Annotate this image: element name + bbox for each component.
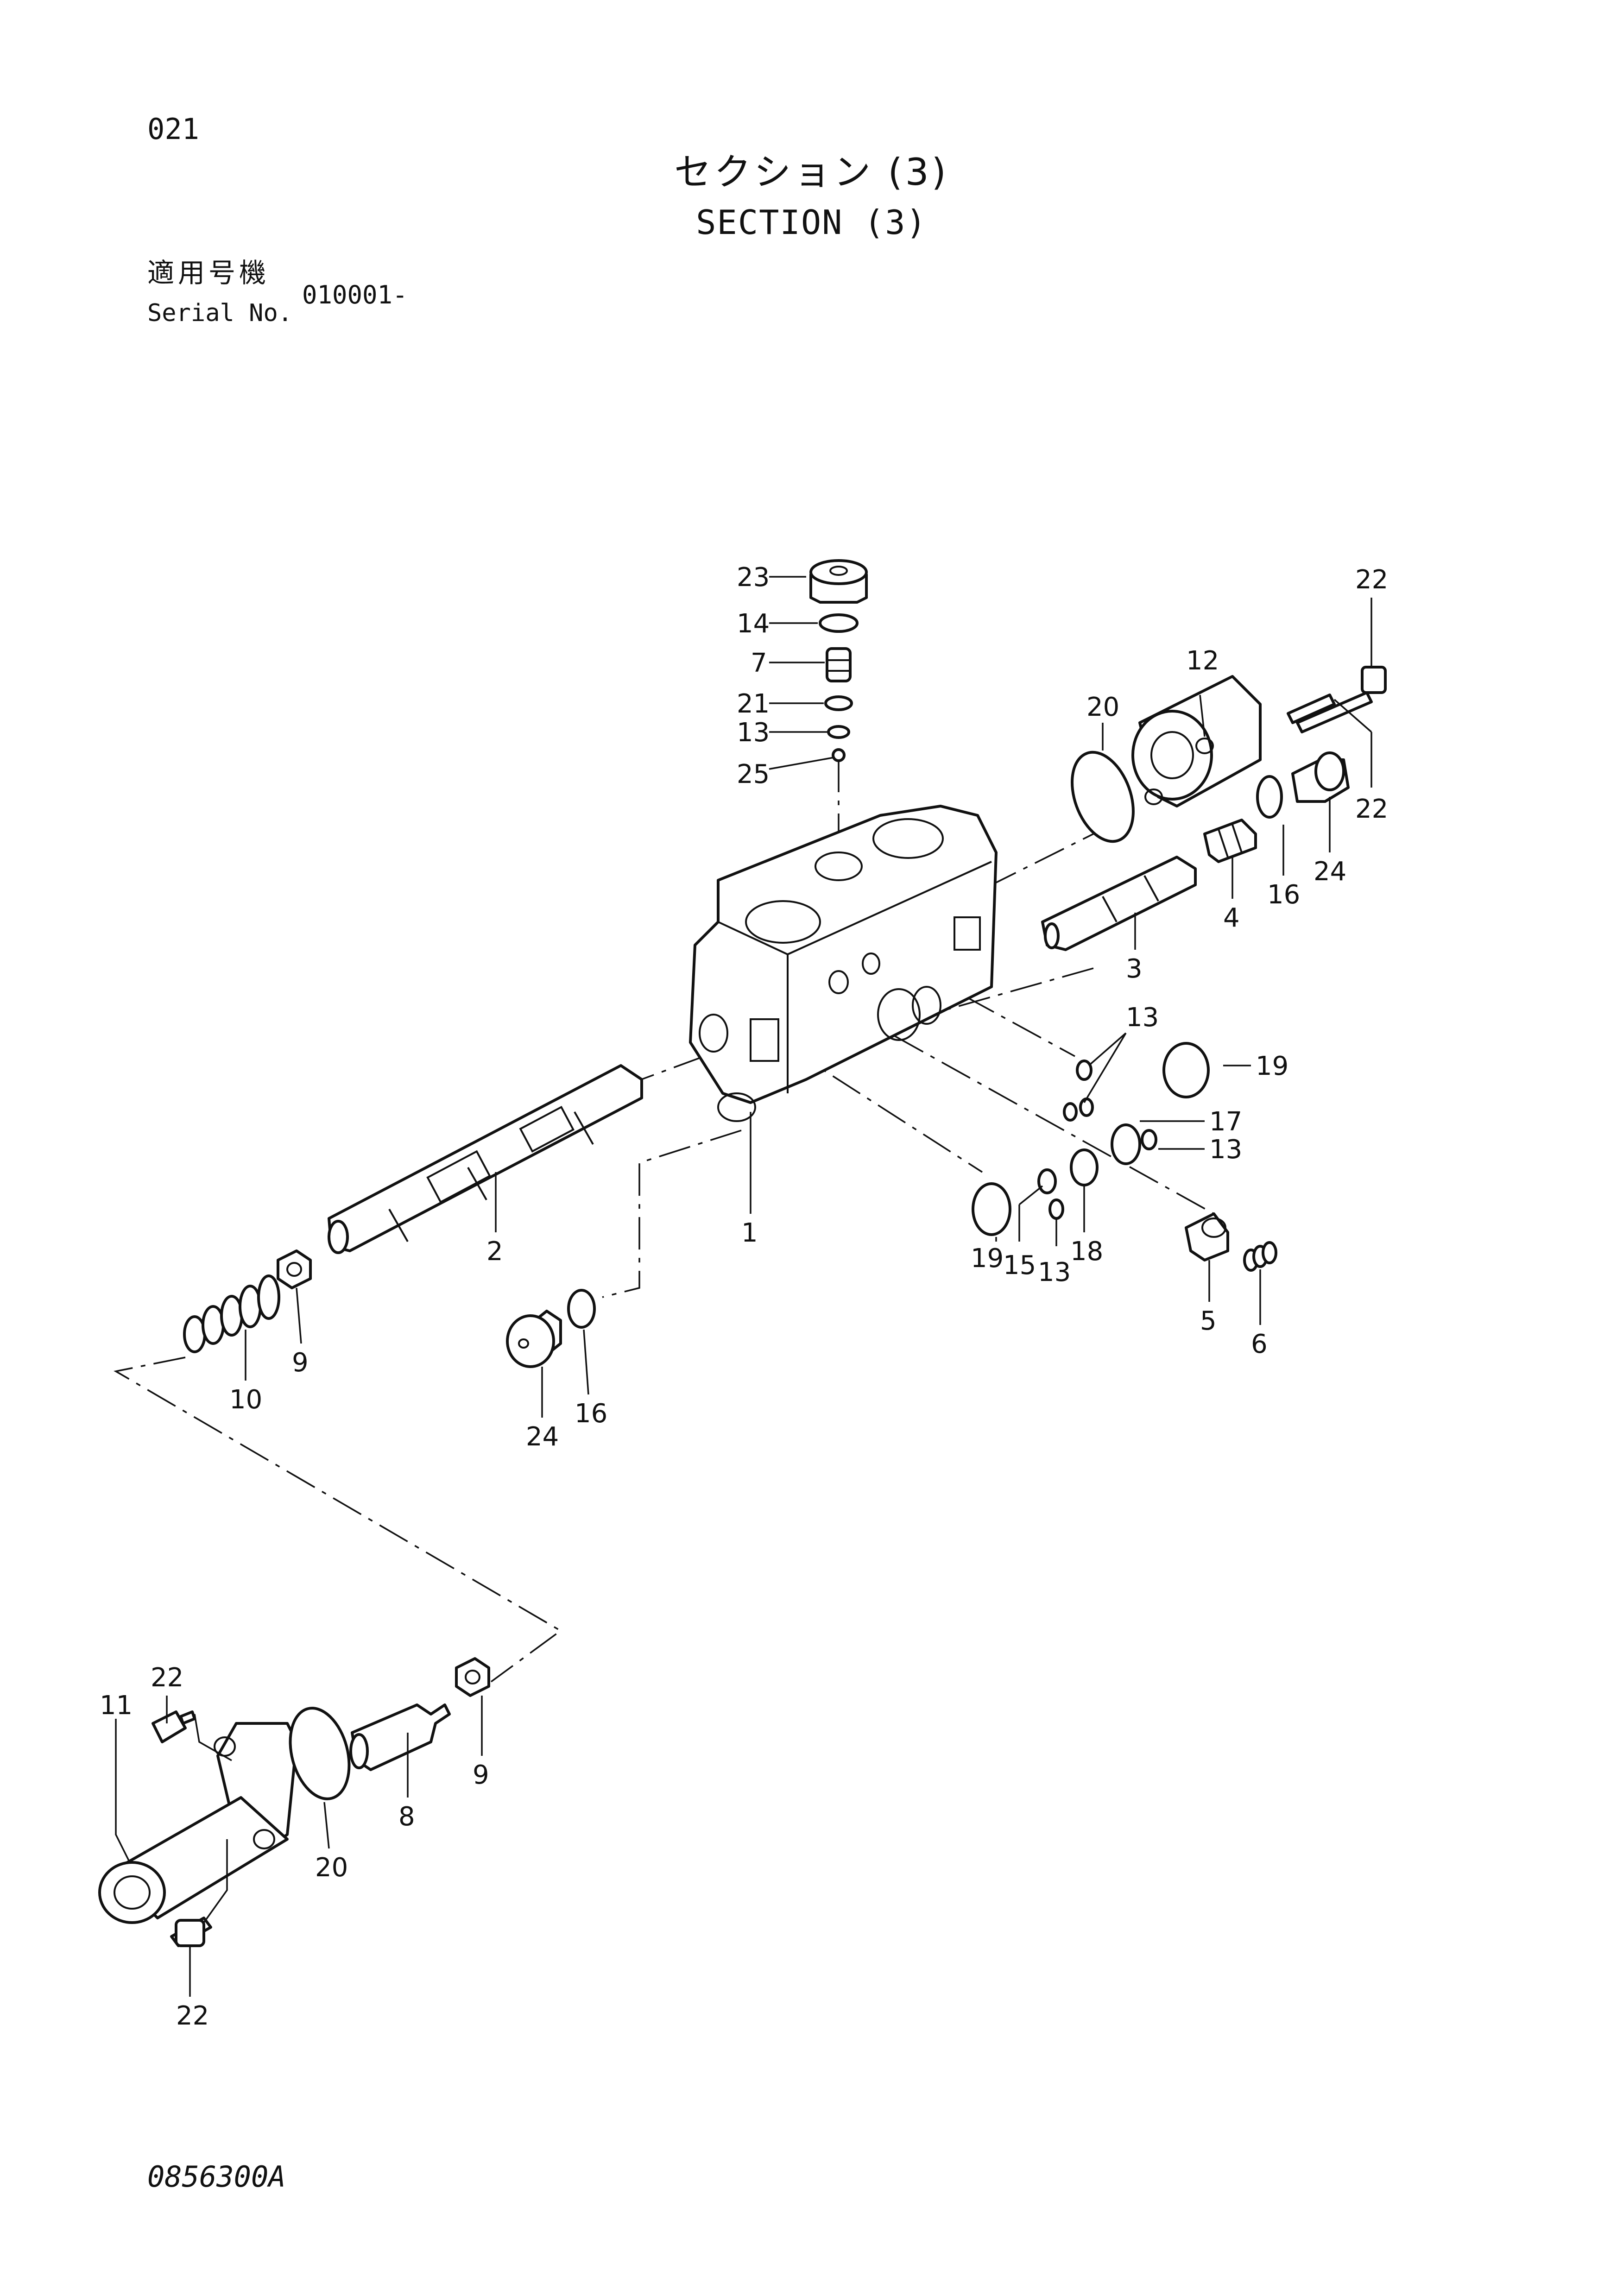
valve-body-part-1 [689, 805, 998, 1122]
o-ring-part-16-upper [1256, 775, 1283, 819]
callout-19-upper: 19 [1256, 1051, 1288, 1081]
callout-9-lower: 9 [473, 1760, 489, 1790]
leader-lines [115, 576, 1372, 1997]
center-lines [114, 760, 1214, 1683]
o-ring-part-19-upper [1162, 1042, 1210, 1098]
callout-15: 15 [1003, 1250, 1036, 1280]
page-number: 021 [147, 112, 199, 146]
o-ring-part-13-right [1141, 1129, 1157, 1150]
bolt-part-22-upper-a [1296, 666, 1387, 733]
callout-17: 17 [1209, 1107, 1242, 1137]
callout-1: 1 [741, 1218, 758, 1248]
callout-22-bottom: 22 [176, 2001, 209, 2031]
o-ring-part-14 [819, 613, 859, 633]
o-ring-part-13-b [1063, 1102, 1078, 1122]
callout-18: 18 [1070, 1236, 1103, 1267]
title-english: SECTION (3) [696, 203, 927, 242]
callout-4: 4 [1223, 903, 1240, 933]
nut-part-9-upper [277, 1249, 312, 1289]
callout-5: 5 [1200, 1306, 1217, 1336]
callout-7: 7 [751, 648, 767, 678]
serial-number-value: 010001- [302, 280, 408, 309]
bolt-part-22-lower-b [170, 1917, 212, 1947]
callout-16-lower: 16 [575, 1399, 607, 1429]
callout-10: 10 [229, 1385, 262, 1415]
callout-24-lower: 24 [526, 1422, 559, 1452]
callout-3: 3 [1126, 954, 1143, 984]
spring-part-4 [1203, 819, 1257, 863]
o-ring-part-13-top [827, 725, 850, 739]
callout-22-lower-top: 22 [151, 1663, 183, 1693]
o-ring-part-13-bottom [1048, 1198, 1064, 1220]
o-ring-part-15 [1037, 1168, 1057, 1194]
poppet-part-3 [1041, 856, 1197, 951]
o-ring-part-19-lower [972, 1182, 1011, 1236]
callout-2: 2 [486, 1236, 503, 1267]
o-ring-part-16-lower [567, 1289, 596, 1329]
callout-13-bottom: 13 [1038, 1257, 1071, 1287]
piston-part-8 [349, 1703, 451, 1771]
spool-part-2 [328, 1064, 643, 1254]
serial-label-english: Serial No. [147, 299, 293, 327]
o-ring-part-18 [1070, 1148, 1099, 1186]
ball-part-25 [832, 748, 846, 762]
ring-part-21 [824, 695, 853, 711]
callout-13-top: 13 [737, 718, 770, 748]
callout-22-right: 22 [1355, 794, 1388, 824]
callout-14: 14 [737, 609, 770, 639]
callout-22-top: 22 [1355, 565, 1388, 595]
drawing-number: 0856300A [147, 2160, 286, 2194]
nut-part-9-lower [455, 1657, 490, 1697]
callout-6: 6 [1251, 1329, 1268, 1359]
title-japanese: セクション (3) [674, 151, 949, 194]
callout-13-upper: 13 [1126, 1003, 1159, 1033]
plug-part-24-lower [506, 1310, 562, 1368]
cover-part-11 [98, 1722, 298, 1924]
callout-20-lower: 20 [315, 1853, 348, 1883]
callout-13-right: 13 [1209, 1135, 1242, 1165]
bolt-part-22-upper-b [1287, 694, 1336, 724]
o-ring-part-13-a [1076, 1060, 1093, 1081]
callout-23: 23 [737, 562, 770, 593]
plug-part-23 [809, 559, 868, 604]
callout-21: 21 [737, 689, 770, 719]
callout-12: 12 [1186, 646, 1219, 676]
spring-part-6 [1243, 1241, 1277, 1272]
bolt-part-22-lower-a [152, 1710, 196, 1743]
o-ring-part-17 [1111, 1123, 1141, 1165]
o-ring-part-13-c [1079, 1098, 1094, 1117]
callout-19-lower: 19 [971, 1243, 1004, 1274]
cover-part-12 [1131, 675, 1262, 807]
plunger-part-7 [826, 647, 852, 682]
callout-9-upper: 9 [292, 1348, 309, 1378]
spring-part-10 [183, 1274, 280, 1353]
callout-16-upper: 16 [1267, 880, 1300, 910]
callout-25: 25 [737, 759, 770, 789]
callout-labels: 23 14 7 21 13 25 12 20 22 22 16 24 4 3 1… [100, 562, 1388, 2031]
o-ring-part-20-lower [289, 1707, 351, 1800]
plug-part-24-upper [1291, 751, 1350, 803]
callout-20-upper: 20 [1086, 692, 1119, 722]
serial-label-japanese: 適用号機 [147, 257, 270, 289]
callout-24-upper: 24 [1314, 857, 1346, 887]
plug-part-5 [1185, 1212, 1229, 1262]
o-ring-part-20-upper [1071, 751, 1135, 843]
callout-11: 11 [100, 1690, 133, 1721]
callout-8: 8 [398, 1802, 415, 1832]
